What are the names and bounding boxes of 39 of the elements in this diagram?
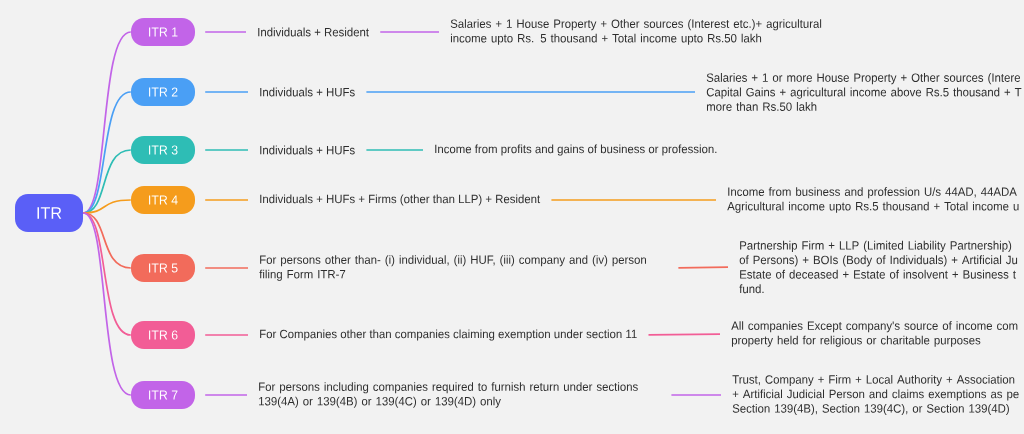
branch-box: ITR 1 — [131, 18, 195, 46]
branch-text: Individuals + HUFs — [260, 87, 355, 97]
connector-line — [550, 199, 717, 201]
branch-box: ITR 7 — [131, 381, 195, 409]
description-text: Trust, Company + Firm + Local Authority + Association + Artificial Judicial Person and claims exemptions as pe Section 139(4B), Section 139(4C), or Section 139(4D) — [732, 374, 1019, 416]
connector-line — [204, 334, 249, 336]
branch-text: For persons other than- (i) individual, (ii) HUF, (iii) company and (iv) person filing Form ITR-7 — [259, 255, 646, 281]
connector-line — [204, 149, 249, 151]
connector-line — [204, 394, 248, 396]
description-text: Salaries + 1 or more House Property + Other sources (Intere Capital Gains + agricultural income above Rs.5 thousand + T more than Rs.50 lakh — [706, 73, 1022, 111]
branch-text: Individuals + HUFs + Firms (other than LLP) + Resident — [260, 194, 541, 206]
description-text: Salaries + 1 House Property + Other sources (Interest etc.)+ agricultural income upto Rs. 5 thousand + Total income upto Rs.50 lakh — [450, 19, 822, 45]
connector-line — [677, 266, 729, 269]
root-box: ITR — [15, 194, 83, 232]
connector-line — [365, 91, 696, 93]
branch-box: ITR 6 — [131, 321, 195, 349]
connector-line — [204, 31, 247, 33]
description-text: Income from business and profession U/s 44AD, 44ADA Agricultural income upto Rs.5 thousand + Total income u — [727, 187, 1019, 213]
branch-text: For Companies other than companies claiming exemption under section 11 — [260, 329, 637, 341]
curved-connector — [82, 212, 132, 336]
connector-line — [365, 149, 424, 151]
connector-line — [204, 199, 249, 201]
connector-line — [204, 267, 249, 269]
connector-line — [670, 394, 722, 396]
branch-box: ITR 2 — [131, 78, 195, 106]
curved-connector — [82, 212, 132, 396]
branch-box: ITR 4 — [131, 186, 195, 214]
description-text: Partnership Firm + LLP (Limited Liability Partnership) of Persons) + BOIs (Body of Individuals) + Artificial Ju Estate of deceased + Estate of insolvent + Business t fund. — [739, 240, 1018, 294]
branch-box: ITR 3 — [131, 136, 195, 164]
curved-connector — [82, 31, 132, 214]
branch-text: Individuals + Resident — [258, 27, 369, 37]
description-text: Income from profits and gains of business or profession. — [435, 144, 717, 156]
description-text: All companies Except company's source of income com property held for religious or charitable purposes — [731, 321, 1018, 347]
connector-line — [647, 333, 721, 336]
branch-box: ITR 5 — [131, 254, 195, 282]
connector-line — [379, 31, 440, 33]
branch-text: Individuals + HUFs — [260, 145, 355, 155]
connector-line — [204, 91, 249, 93]
branch-text: For persons including companies required to furnish return under sections 139(4A) or 139(4B) or 139(4C) or 139(4D) only — [259, 382, 638, 408]
